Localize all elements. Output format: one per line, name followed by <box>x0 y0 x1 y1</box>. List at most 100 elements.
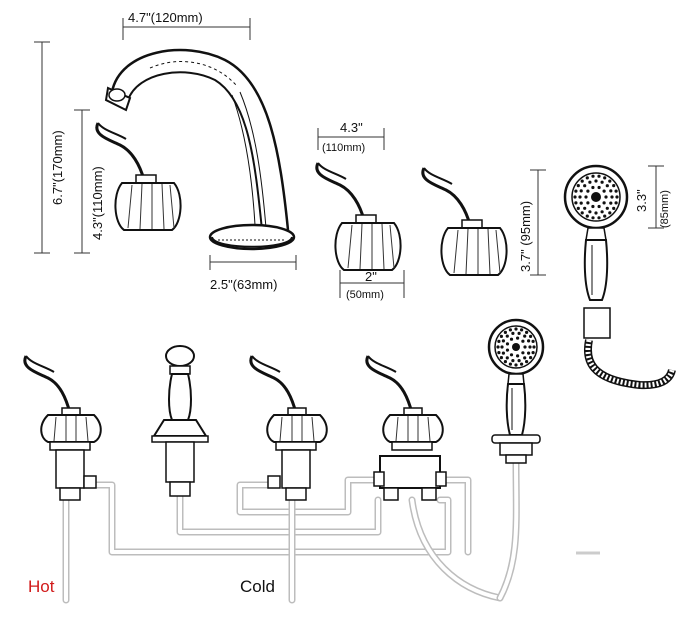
spray-hole <box>501 339 505 343</box>
spray-hole <box>591 216 595 220</box>
handle-height-right-label: 3.7" (95mm) <box>518 201 533 272</box>
spout-base-label: 2.5"(63mm) <box>210 277 277 292</box>
spray-hole <box>612 184 616 188</box>
spray-hole <box>521 351 525 355</box>
spray-hole <box>579 189 583 193</box>
spray-hole <box>597 216 601 220</box>
top-handle-middle <box>315 162 402 271</box>
spray-hole <box>523 345 527 349</box>
spray-hole <box>600 210 604 214</box>
spray-hole <box>602 201 606 205</box>
spray-hole <box>516 336 520 340</box>
spray-hole <box>508 328 512 332</box>
spray-hole <box>585 214 589 218</box>
top-handle-left <box>95 122 182 231</box>
spray-holes-top <box>573 174 619 220</box>
spray-hole <box>497 351 501 355</box>
handle-height-dimension: 4.3"(110mm) <box>74 109 105 254</box>
spout-height-dimension: 6.7"(170mm) <box>34 41 65 254</box>
spray-hole <box>521 339 525 343</box>
spray-hole <box>574 189 578 193</box>
spray-hole <box>579 201 583 205</box>
hand-shower-installed <box>487 318 545 464</box>
shower-head-mm-label: (85mm) <box>659 190 671 228</box>
spray-hole <box>531 339 535 343</box>
pipes <box>62 458 600 604</box>
spray-hole <box>588 210 592 214</box>
spray-hole <box>527 339 531 343</box>
spray-hole <box>583 184 587 188</box>
spray-hole <box>501 351 505 355</box>
spray-hole <box>531 351 535 355</box>
spout-height-label: 6.7"(170mm) <box>50 130 65 205</box>
spray-hole <box>591 185 595 190</box>
spray-hole <box>511 359 515 363</box>
spray-hole <box>511 331 515 335</box>
spray-hole <box>500 345 504 349</box>
spout-riser <box>151 345 209 497</box>
spray-hole <box>529 334 533 338</box>
spray-hole <box>496 345 500 349</box>
handle-height-label: 4.3"(110mm) <box>90 166 105 240</box>
spout-base-dimension: 2.5"(63mm) <box>209 255 297 292</box>
spout-width-label: 4.7"(120mm) <box>128 10 203 25</box>
spray-hole <box>503 360 507 364</box>
spray-hole <box>509 353 514 357</box>
shower-head-dimension: 3.3" (85mm) <box>634 165 671 229</box>
spray-hole <box>605 206 609 210</box>
spray-hole <box>505 356 509 360</box>
spray-hole <box>499 334 503 338</box>
spray-hole <box>602 189 606 193</box>
spray-hole <box>514 363 518 367</box>
spray-hole <box>614 189 618 193</box>
spray-hole <box>574 201 578 205</box>
spray-holes-bottom <box>496 327 536 367</box>
spray-hole <box>525 360 529 364</box>
spray-hole <box>578 195 582 199</box>
spray-hole <box>520 328 524 332</box>
spray-hole <box>609 189 613 193</box>
spray-hole <box>509 337 514 341</box>
spray-hole <box>614 201 618 205</box>
spray-hole <box>608 211 612 215</box>
spray-hole <box>527 351 531 355</box>
spray-hole <box>597 174 601 178</box>
spray-hole <box>603 214 607 218</box>
handle-spacing-mm-label: (110mm) <box>322 142 365 154</box>
spray-hole <box>591 174 595 178</box>
hot-label: Hot <box>28 577 55 596</box>
cold-label: Cold <box>240 577 275 596</box>
top-handle-right <box>421 167 508 276</box>
spray-hole <box>523 356 527 360</box>
diverter-valve <box>365 355 447 501</box>
handle-base-dimension: 2" (50mm) <box>339 269 405 301</box>
spray-hole <box>615 195 619 199</box>
handle-spacing-dimension: 4.3" (110mm) <box>317 120 385 154</box>
spray-hole <box>580 211 584 215</box>
handle-base-mm-label: (50mm) <box>346 289 384 301</box>
spray-hole <box>573 195 577 199</box>
spray-hole <box>605 184 609 188</box>
spray-hole <box>588 180 592 184</box>
spray-hole <box>597 185 601 190</box>
handle-base-in-label: 2" <box>365 269 377 284</box>
spray-hole <box>609 201 613 205</box>
spray-hole <box>516 354 520 358</box>
spray-hole <box>600 180 604 184</box>
spray-hole <box>505 342 510 346</box>
spray-hole <box>586 189 590 193</box>
spray-hole <box>603 176 607 180</box>
spray-hole <box>497 339 501 343</box>
spray-hole <box>597 204 601 209</box>
spray-hole <box>520 362 524 366</box>
hand-shower <box>563 164 676 390</box>
spray-hole <box>517 359 521 363</box>
spray-hole <box>505 348 510 352</box>
spray-hole <box>594 211 598 215</box>
handle-spacing-in-label: 4.3" <box>340 120 363 135</box>
spray-hole <box>523 334 527 338</box>
spout-width-dimension: 4.7"(120mm) <box>122 10 251 40</box>
spray-hole <box>576 184 580 188</box>
spray-hole <box>586 201 590 205</box>
